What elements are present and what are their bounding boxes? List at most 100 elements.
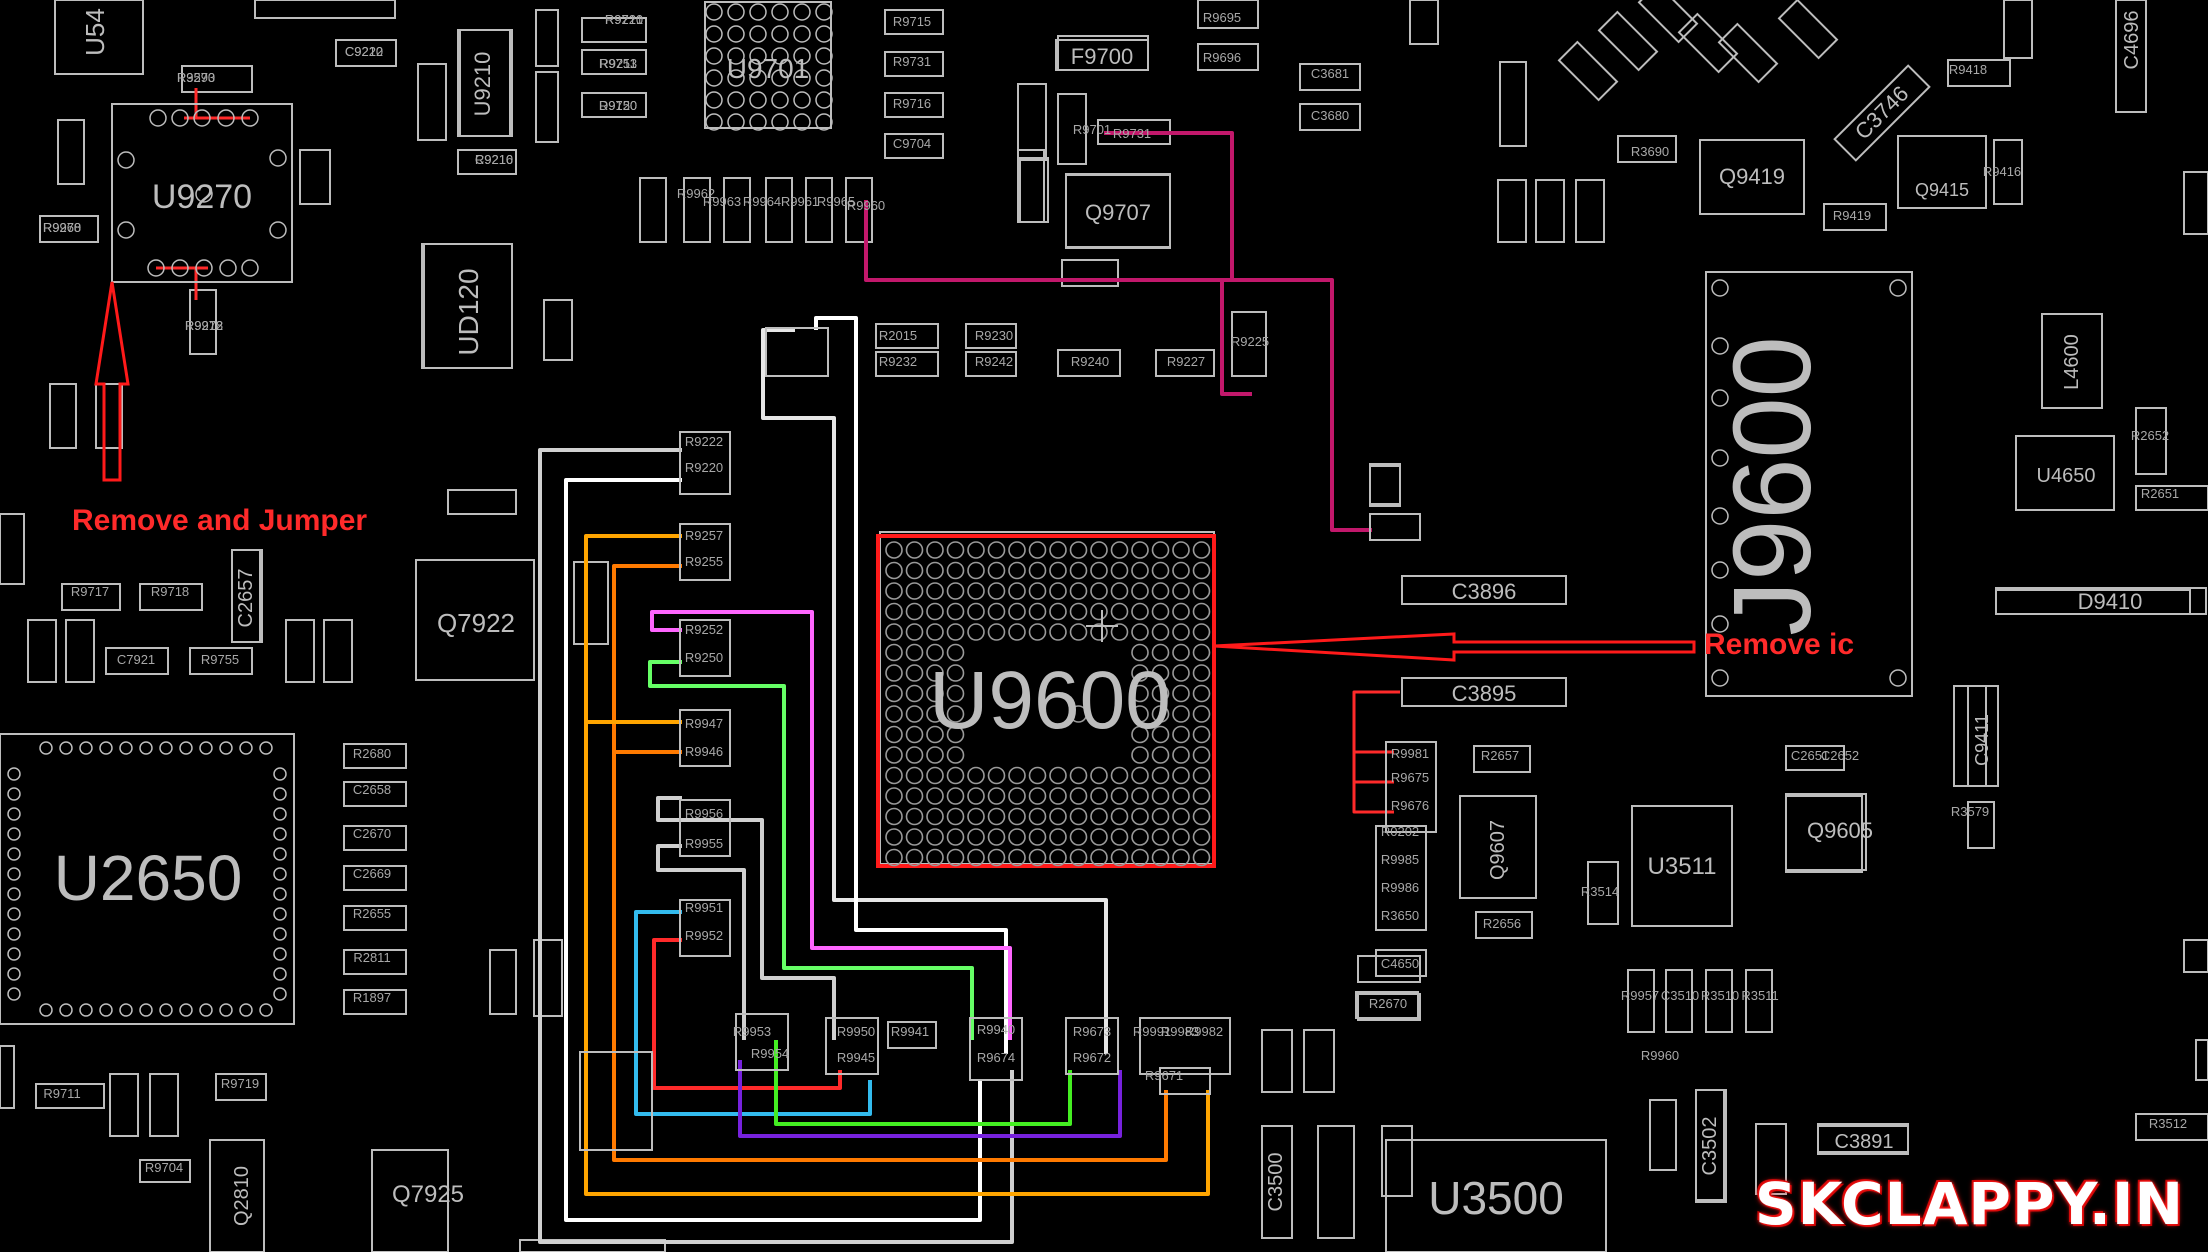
- cap-c9411[interactable]: C9411: [1967, 685, 1999, 787]
- cap-c3895[interactable]: C3895: [1401, 677, 1567, 707]
- part-label: R2811: [353, 950, 390, 965]
- connector-j9600[interactable]: J9600: [1705, 271, 1913, 697]
- ic-q2810[interactable]: Q2810: [209, 1139, 265, 1252]
- part-label: R9731: [1113, 126, 1151, 141]
- fuse-f9700[interactable]: F9700: [1055, 39, 1149, 71]
- part-label: R9753: [599, 56, 637, 71]
- cap-c3891[interactable]: C3891: [1817, 1125, 1909, 1155]
- part-label: C3510: [1661, 988, 1699, 1003]
- ic-q9607[interactable]: Q9607: [1459, 795, 1537, 899]
- part-label: R9981: [1391, 746, 1429, 761]
- part-label: C9704: [893, 136, 931, 151]
- part-label: C7921: [117, 652, 155, 667]
- fuse-label-f9700: F9700: [1071, 44, 1133, 69]
- cap-cluster-c3746: [1557, 0, 1931, 162]
- ic-label-q9419: Q9419: [1719, 164, 1785, 189]
- ic-q9707[interactable]: Q9707: [1065, 173, 1171, 249]
- part-label: R3650: [1381, 908, 1419, 923]
- part-label: R9721: [605, 12, 643, 27]
- part-label: R9947: [685, 716, 723, 731]
- part-label: R9232: [879, 354, 917, 369]
- cap-label-c3500: C3500: [1265, 1153, 1287, 1212]
- trace-white: [761, 328, 1108, 1054]
- part-label: R9704: [145, 1160, 183, 1175]
- cap-label-c3891: C3891: [1835, 1131, 1894, 1153]
- part-label: C9220: [345, 44, 383, 59]
- ic-label-u3511: U3511: [1648, 853, 1717, 880]
- part-label: R9985: [1381, 852, 1419, 867]
- ic-q7922[interactable]: Q7922: [415, 559, 535, 681]
- ic-label-u54: U54: [80, 8, 110, 56]
- cap-label-c9411: C9411: [1972, 714, 1992, 766]
- ic-q7925[interactable]: Q7925: [371, 1149, 464, 1252]
- diode-d9410[interactable]: D9410: [1995, 587, 2207, 615]
- part-label: R9954: [751, 1046, 789, 1061]
- part-label: R9252: [685, 622, 723, 637]
- trace-orange: [584, 534, 1210, 1196]
- part-label: R9695: [1203, 10, 1241, 25]
- cap-c3500[interactable]: C3500: [1261, 1125, 1293, 1239]
- trace-cyan: [634, 910, 872, 1116]
- part-label: R9963: [703, 194, 741, 209]
- part-label: R9951: [685, 900, 723, 915]
- ic-u9270[interactable]: U9270: [111, 103, 293, 283]
- arrow-up-to-u9270: [94, 281, 130, 482]
- ic-q9415[interactable]: Q9415: [1897, 135, 1987, 209]
- cap-c3896[interactable]: C3896: [1401, 575, 1567, 605]
- part-label: R2655: [353, 906, 391, 921]
- part-label: R1897: [353, 990, 391, 1005]
- small-part-labels: R9273R9270R9212C9220R9721R9753R9720C9210…: [43, 10, 2187, 1175]
- cap-label-c4696: C4696: [2121, 11, 2143, 70]
- part-label: R9717: [71, 584, 109, 599]
- trace-orange: [612, 564, 1168, 1162]
- cap-c3502[interactable]: C3502: [1695, 1089, 1727, 1203]
- part-label: R9718: [151, 584, 189, 599]
- part-label: R9950: [837, 1024, 875, 1039]
- part-label: C4650: [1381, 956, 1419, 971]
- part-label: R9755: [201, 652, 239, 667]
- ic-q9605[interactable]: Q9605: [1785, 793, 1873, 871]
- part-label: R9270: [43, 220, 81, 235]
- ic-u54[interactable]: U54: [80, 8, 110, 56]
- ic-u2650[interactable]: U2650: [0, 733, 295, 1025]
- trace-pink: [650, 610, 1012, 1040]
- trace-white: [814, 316, 1008, 1054]
- part-label: R2651: [2141, 486, 2179, 501]
- ic-q9419[interactable]: Q9419: [1699, 139, 1805, 215]
- part-label: R9960: [1641, 1048, 1679, 1063]
- ic-u3500[interactable]: U3500: [1385, 1139, 1607, 1252]
- part-label: R9216: [475, 152, 513, 167]
- part-label: R9961: [781, 194, 819, 209]
- cap-c4696[interactable]: C4696: [2115, 0, 2147, 113]
- trace-lines: [156, 88, 1400, 1244]
- part-label: R9676: [1391, 798, 1429, 813]
- trace-magenta: [864, 200, 1372, 532]
- part-label: R9957: [1621, 988, 1659, 1003]
- part-label: R9210: [605, 12, 643, 27]
- ic-label-q9707: Q9707: [1085, 200, 1151, 225]
- part-label: R0202: [1381, 824, 1419, 839]
- ic-u9210[interactable]: U9210: [457, 29, 513, 137]
- ic-ud120[interactable]: UD120: [423, 243, 513, 369]
- ic-u4650[interactable]: U4650: [2015, 435, 2115, 511]
- inductor-label-l4600: L4600: [2061, 334, 2083, 390]
- connector-label-j9600: J9600: [1711, 336, 1834, 636]
- part-label: R9983: [1161, 1024, 1199, 1039]
- part-label: R9257: [685, 528, 723, 543]
- part-label: R3512: [2149, 1116, 2187, 1131]
- ic-label-u9210: U9210: [470, 52, 495, 117]
- ic-u9701[interactable]: U9701: [705, 3, 833, 131]
- cap-c2657[interactable]: C2657: [231, 549, 263, 643]
- part-label: R9978: [185, 318, 223, 333]
- ic-u3511[interactable]: U3511: [1631, 805, 1733, 927]
- part-label: R9965: [817, 194, 855, 209]
- part-label: R9240: [1071, 354, 1109, 369]
- ic-u9600[interactable]: U9600: [876, 531, 1216, 868]
- part-label: R9953: [733, 1024, 771, 1039]
- part-label: R9940: [977, 1022, 1015, 1037]
- ic-label-u3500: U3500: [1428, 1172, 1564, 1224]
- part-label: R9273: [177, 70, 215, 85]
- part-label: C3681: [1311, 66, 1349, 81]
- inductor-l4600[interactable]: L4600: [2041, 313, 2103, 409]
- part-label: D9150: [599, 98, 637, 113]
